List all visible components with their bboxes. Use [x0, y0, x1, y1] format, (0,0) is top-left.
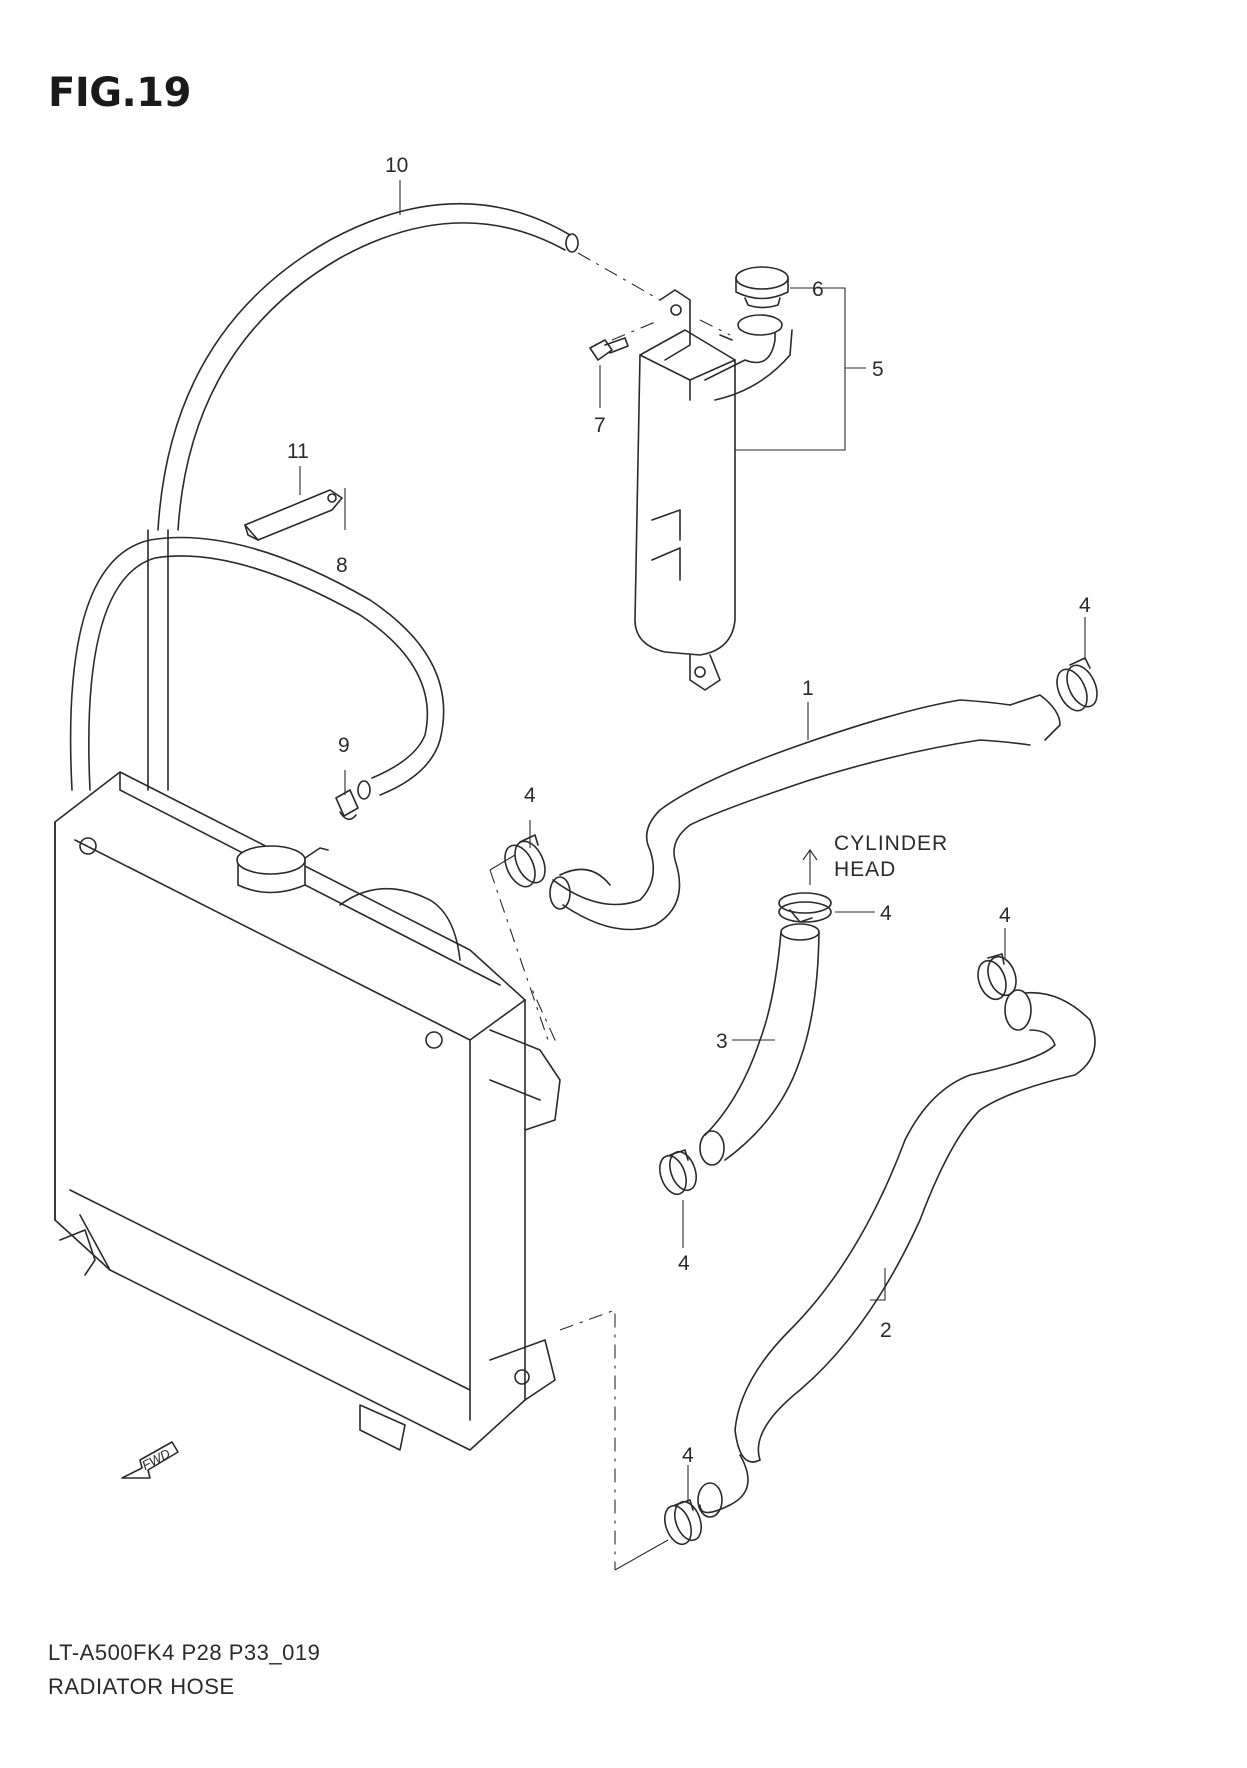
- callout-4f: 4: [682, 1444, 694, 1467]
- hose-clamp-4-upper-right: [1056, 657, 1098, 712]
- hose-clip-9: [335, 789, 359, 821]
- callout-4a: 4: [1079, 594, 1091, 617]
- hose-clamp-4-upper-left: [504, 834, 546, 888]
- bracket-11: [244, 489, 343, 541]
- drawing-code: LT-A500FK4 P28 P33_019: [48, 1640, 321, 1665]
- figure-title: FIG.19: [48, 70, 191, 116]
- callout-9: 9: [338, 734, 350, 757]
- hose-clamp-4-bottom-hose2: [664, 1499, 702, 1546]
- overflow-hose-10: [157, 202, 579, 531]
- callout-4c: 4: [880, 902, 892, 925]
- fwd-label: FWD: [139, 1446, 172, 1473]
- upper-radiator-hose-1: [549, 694, 1061, 931]
- callout-5: 5: [872, 358, 884, 381]
- callout-4d: 4: [999, 904, 1011, 927]
- drawing-name: RADIATOR HOSE: [48, 1674, 235, 1699]
- cylinder-head-label-line2: HEAD: [834, 858, 896, 881]
- hose-clamp-4-right-hose2: [977, 953, 1017, 1001]
- callout-4e: 4: [678, 1252, 690, 1275]
- callout-2: 2: [880, 1319, 892, 1342]
- breather-hose-8: [69, 536, 445, 800]
- bolt-7: [589, 337, 629, 361]
- callout-3: 3: [716, 1030, 728, 1053]
- reservoir-tank: [634, 289, 793, 691]
- callout-10: 10: [385, 154, 408, 177]
- callout-6: 6: [812, 278, 824, 301]
- lower-radiator-hose-2: [697, 989, 1096, 1518]
- reservoir-cap-6: [735, 266, 789, 309]
- callout-7: 7: [594, 414, 606, 437]
- radiator: [54, 529, 561, 1451]
- hose-clamp-4-top-hose3: [778, 892, 832, 923]
- cylinder-head-label-line1: CYLINDER: [834, 832, 948, 855]
- hose-clamp-4-bottom-hose3: [659, 1149, 697, 1196]
- fwd-arrow-icon: FWD: [121, 1441, 179, 1479]
- callout-1: 1: [802, 677, 814, 700]
- callout-11: 11: [287, 440, 309, 463]
- callout-8: 8: [336, 554, 348, 577]
- radiator-cap: [236, 845, 329, 894]
- callout-4b: 4: [524, 784, 536, 807]
